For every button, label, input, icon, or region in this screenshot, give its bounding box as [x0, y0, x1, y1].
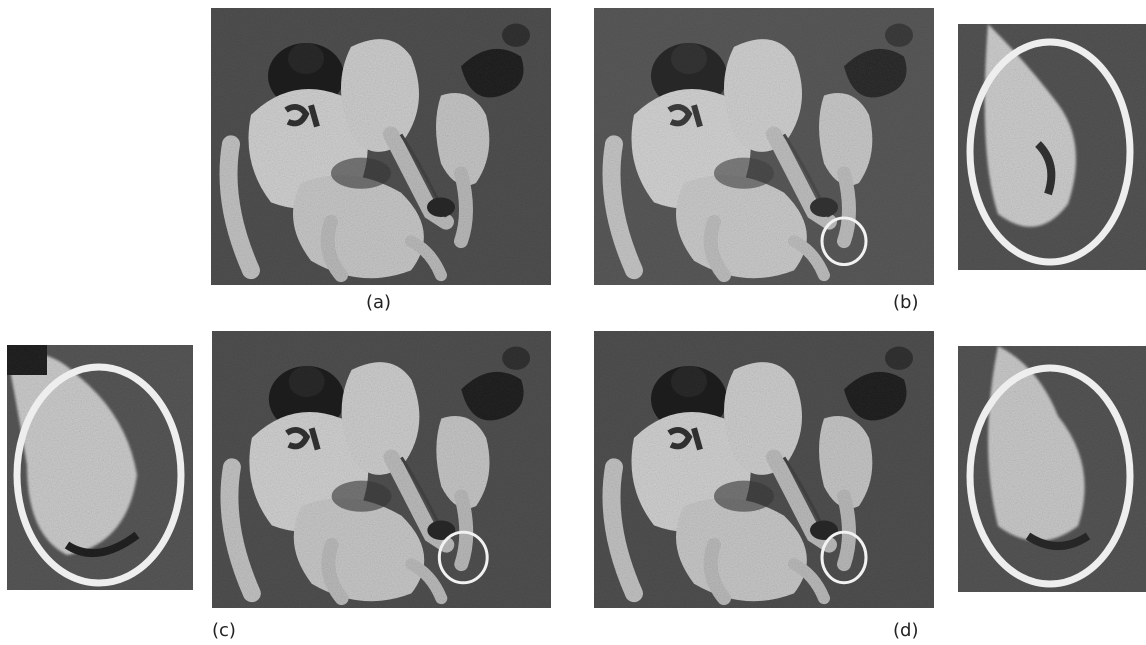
- zoom-panel-c: [7, 345, 193, 590]
- football-scene-image: [212, 331, 551, 608]
- football-scene-image: [594, 331, 934, 608]
- highlight-ring: [13, 363, 185, 587]
- football-scene-image: [594, 8, 934, 285]
- caption-c: (c): [212, 620, 236, 641]
- caption-d: (d): [893, 620, 919, 641]
- photo-panel-d: [594, 331, 934, 608]
- highlight-ring: [966, 38, 1134, 266]
- photo-panel-b: [594, 8, 934, 285]
- caption-a: (a): [366, 292, 392, 313]
- zoom-panel-d: [958, 346, 1146, 592]
- photo-panel-c: [212, 331, 551, 608]
- zoomed-shoe-image: [958, 346, 1146, 592]
- zoomed-shoe-image: [7, 345, 193, 590]
- photo-panel-a: [211, 8, 551, 285]
- highlight-ring: [966, 364, 1134, 588]
- caption-b: (b): [893, 292, 919, 313]
- zoom-panel-b: [958, 24, 1146, 270]
- zoomed-shoe-image: [958, 24, 1146, 270]
- football-scene-image: [211, 8, 551, 285]
- highlight-ring: [820, 530, 868, 585]
- highlight-ring: [820, 216, 868, 267]
- highlight-ring: [437, 530, 489, 585]
